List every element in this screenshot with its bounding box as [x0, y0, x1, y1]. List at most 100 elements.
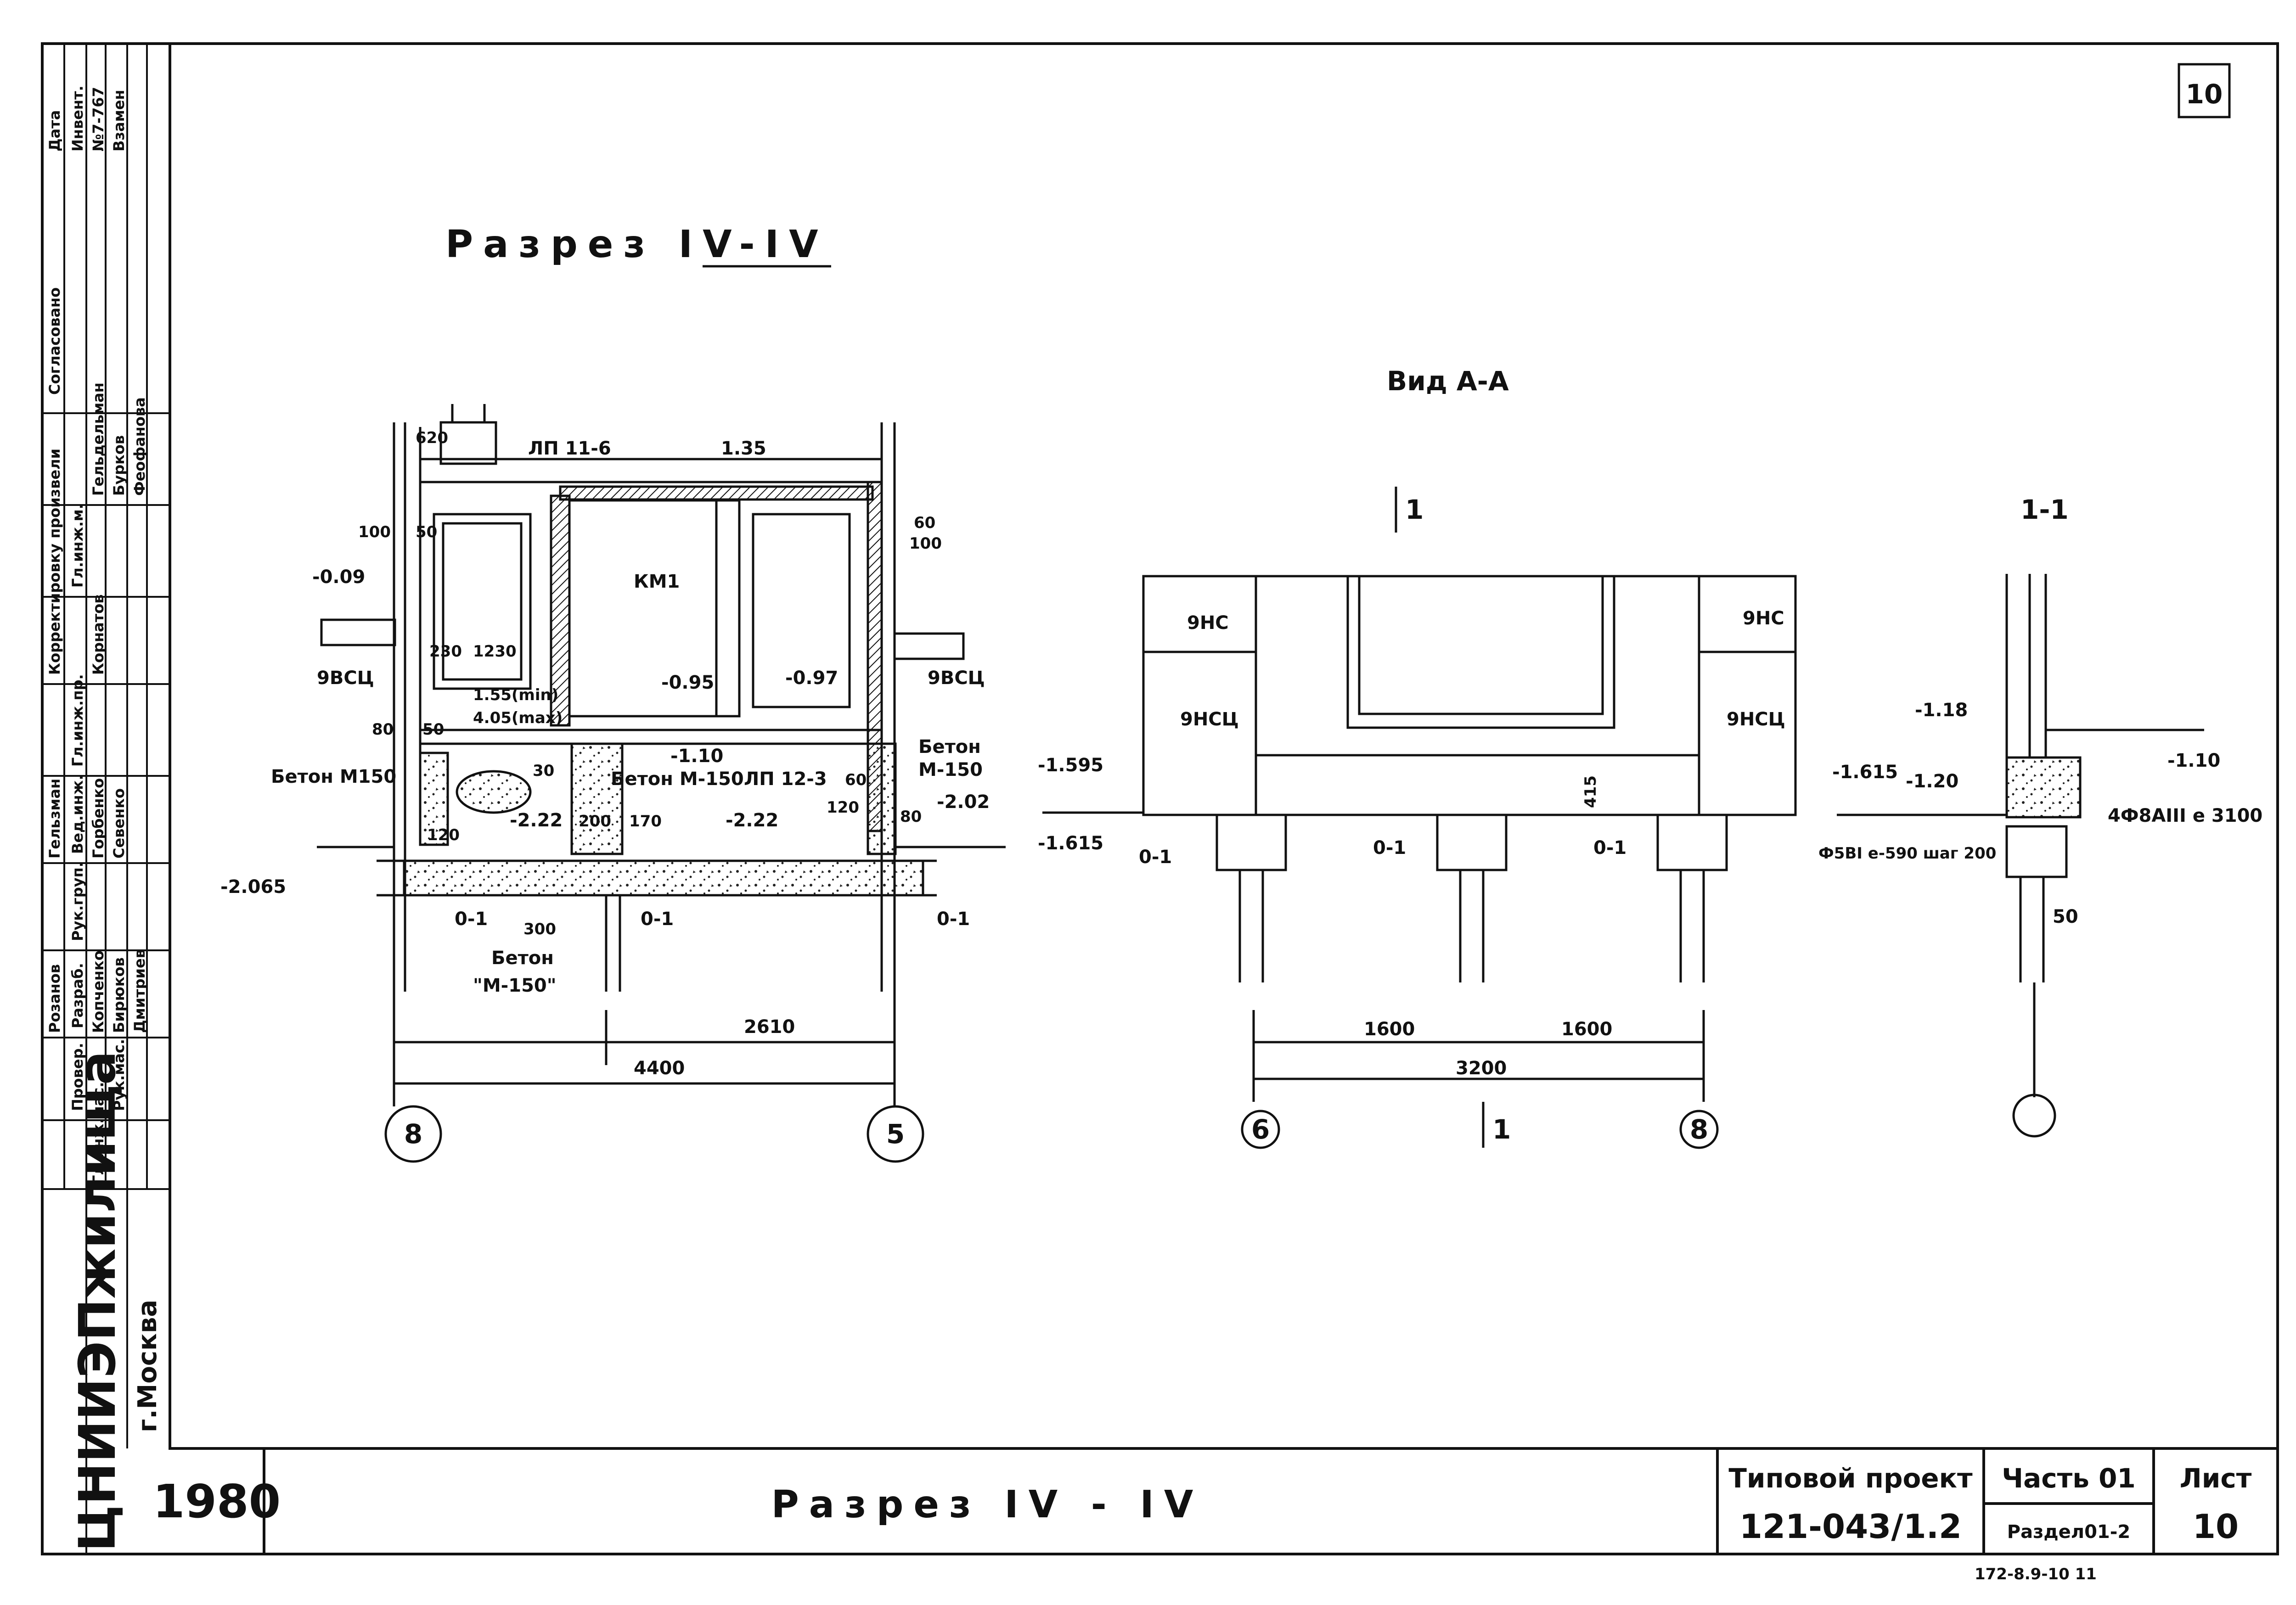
view-aa-labels: Вид А-А 1 1 9НС 9НС 9НСЦ 9НСЦ 0-1 0-1 0-… [1038, 365, 1785, 1145]
dimension: 620 [416, 429, 448, 447]
dimension: 100 [909, 534, 942, 553]
stamp-name: Феофанова [131, 397, 148, 496]
project-number: 121-043/1.2 [1739, 1507, 1962, 1546]
elevation: -2.22 [726, 810, 778, 831]
sheet-value: 10 [2193, 1507, 2239, 1546]
panel-label: 9НС [1187, 612, 1229, 634]
label-o1: 0-1 [455, 909, 488, 930]
outer-frame [41, 42, 2279, 1555]
foundation-label: 0-1 [1373, 837, 1406, 859]
stamp-role: Рук.груп. [69, 862, 86, 941]
title-block-title: Разрез IV - IV [771, 1483, 1204, 1526]
stamp-name: Дмитриев [131, 949, 148, 1033]
label-beton-right-grade: М-150 [918, 759, 983, 780]
title-block [170, 1447, 2278, 1554]
section-mark: 1 [1492, 1114, 1511, 1145]
section-iv-drawing: Разрез IV-IV [317, 223, 1006, 1163]
footer-note: 172-8.9-10 11 [1975, 1565, 2097, 1583]
dimension: 120 [427, 826, 460, 844]
label-min: 1.55(min) [473, 686, 558, 704]
elevation: -1.20 [1906, 771, 1958, 792]
org-city: г.Москва [133, 1300, 163, 1432]
dimension: 1230 [473, 642, 517, 661]
label-beton-right: Бетон [918, 736, 981, 758]
section-iv-title: Разрез IV-IV [445, 223, 828, 266]
dimension: 50 [2053, 906, 2078, 927]
label-vsc-right: 9ВСЦ [928, 668, 985, 689]
axis-label: 5 [886, 1118, 905, 1150]
stamp-name: Горбенко [90, 778, 107, 859]
rebar-note: 4Ф8АIII e 3100 [2108, 805, 2262, 826]
label-o1: 0-1 [937, 909, 970, 930]
year: 1980 [153, 1475, 281, 1528]
stamp-role: Гл.инж.м. [69, 504, 86, 588]
section-mark: 1 [1405, 494, 1424, 525]
stamp-name: Корнатов [90, 594, 107, 675]
dimension: 300 [523, 920, 556, 938]
view-aa-drawing [1042, 487, 1797, 1149]
label-lp-mid: ЛП 12-3 [744, 769, 827, 790]
dimension: 80 [900, 808, 922, 826]
dimension: 60 [845, 771, 867, 789]
label-vsc-left: 9ВСЦ [317, 668, 374, 689]
dimension: 50 [416, 523, 437, 541]
part-label: Часть 01 [2002, 1463, 2136, 1494]
dimension: 2610 [744, 1016, 795, 1038]
view-aa-title: Вид А-А [1387, 365, 1509, 397]
stamp-corrections: Корректировку произвели [46, 449, 63, 675]
elevation: 1.35 [721, 438, 766, 459]
stamp-name: Севенко [110, 788, 128, 859]
stamp-name: Копченко [90, 950, 107, 1033]
axis-label: 8 [1690, 1114, 1708, 1145]
stamp-name: Бурков [110, 435, 128, 496]
elevation: -2.22 [510, 810, 563, 831]
panel-label: 9НС [1743, 608, 1784, 629]
stamp-inventory-number: №7-767 [90, 87, 107, 152]
axis-label: 8 [404, 1118, 422, 1150]
elevation: -0.09 [312, 567, 365, 588]
section-11-title: 1-1 [2020, 494, 2069, 525]
elevation: -1.18 [1915, 700, 1968, 721]
label-o1: 0-1 [641, 909, 674, 930]
axis-label: 6 [1251, 1114, 1270, 1145]
panel-label: 9НСЦ [1727, 709, 1785, 730]
dimension: 170 [629, 812, 662, 831]
dimension: 1600 [1561, 1019, 1612, 1040]
section-11-labels: 1-1 -1.18 -1.10 -1.615 -1.20 4Ф8АIII e 3… [1818, 494, 2262, 927]
label-km: КМ1 [634, 571, 680, 592]
stamp-name: Розанов [46, 964, 63, 1033]
elevation: -1.615 [1832, 762, 1898, 783]
elevation: -1.595 [1038, 755, 1103, 776]
dimension: 100 [358, 523, 391, 541]
stamp-role: Разраб. [69, 963, 86, 1028]
stamp-role: Провер. [69, 1043, 86, 1111]
stamp-replace: Взамен [110, 90, 128, 152]
dimension: 4400 [634, 1058, 685, 1079]
section-iv-labels: ЛП 11-6 ЛП 12-3 КМ1 9ВСЦ 9ВСЦ Бетон М150… [220, 429, 990, 1150]
dimension: 80 [372, 720, 394, 739]
dimension: 200 [579, 812, 611, 831]
org-name: ЦНИИЭПжилища [68, 1051, 127, 1552]
label-beton-bottom-grade: "М-150" [473, 975, 557, 996]
foundation-label: 0-1 [1593, 837, 1626, 859]
dimension: 50 [422, 720, 444, 739]
project-label: Типовой проект [1728, 1463, 1973, 1494]
organisation-logo: ЦНИИЭПжилища г.Москва [68, 1051, 163, 1552]
elevation: -1.10 [2167, 750, 2220, 771]
label-lp-top: ЛП 11-6 [528, 438, 611, 459]
dimension: 415 [1581, 775, 1600, 808]
dimension: 60 [914, 514, 935, 532]
elevation: -0.97 [785, 668, 838, 689]
sheet-number: 10 [2186, 79, 2223, 110]
sheet-number-box: 10 [2178, 63, 2231, 118]
dimension: 1600 [1364, 1019, 1415, 1040]
panel-label: 9НСЦ [1180, 709, 1239, 730]
elevation: -2.065 [220, 876, 286, 898]
sheet-label: Лист [2180, 1463, 2252, 1494]
dimension: 230 [429, 642, 462, 661]
elevation: -2.02 [937, 791, 990, 813]
stamp-role: Рук.мас. [110, 1039, 128, 1111]
stamp-inventory: Инвент. [69, 85, 86, 152]
side-stamp-text: Согласовано Дата Инвент. №7-767 Взамен К… [46, 85, 148, 1184]
